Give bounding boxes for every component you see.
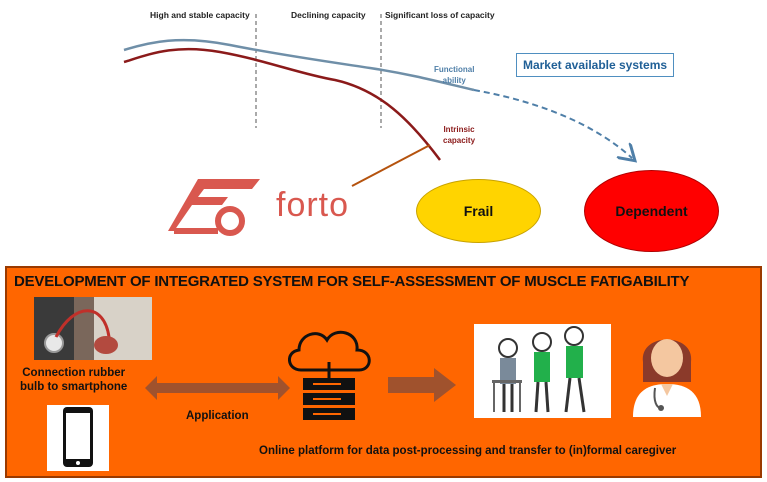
cloud-server-icon [288, 330, 371, 420]
forto-connector-line [351, 144, 431, 187]
connection-label: Connection rubber bulb to smartphone [20, 367, 128, 393]
smartphone-image [47, 405, 109, 471]
panel-title: DEVELOPMENT OF INTEGRATED SYSTEM FOR SEL… [14, 273, 690, 290]
phase-label-stable: High and stable capacity [150, 10, 250, 20]
functional-ability-curve [123, 38, 475, 92]
phase-label-loss: Significant loss of capacity [385, 10, 495, 20]
functional-ability-projection [473, 89, 632, 158]
application-label: Application [186, 410, 249, 422]
intrinsic-capacity-label: Intrinsic capacity [443, 125, 476, 145]
dependent-ellipse: Dependent [584, 170, 719, 252]
phase-label-declining: Declining capacity [291, 10, 366, 20]
functional-ability-label: Functional ability [434, 65, 475, 85]
rubber-bulb-photo [34, 297, 152, 360]
intrinsic-capacity-curve [123, 47, 441, 161]
forto-logo-icon [168, 179, 260, 236]
capacity-chart [123, 14, 767, 187]
doctor-icon [627, 322, 707, 417]
forto-logo-text: forto [276, 186, 350, 224]
double-arrow-icon [145, 376, 290, 400]
elderly-people-image [474, 324, 611, 418]
right-arrow-icon [388, 368, 456, 402]
frail-ellipse: Frail [416, 179, 541, 243]
online-platform-label: Online platform for data post-processing… [259, 445, 677, 457]
market-systems-box: Market available systems [516, 53, 674, 77]
